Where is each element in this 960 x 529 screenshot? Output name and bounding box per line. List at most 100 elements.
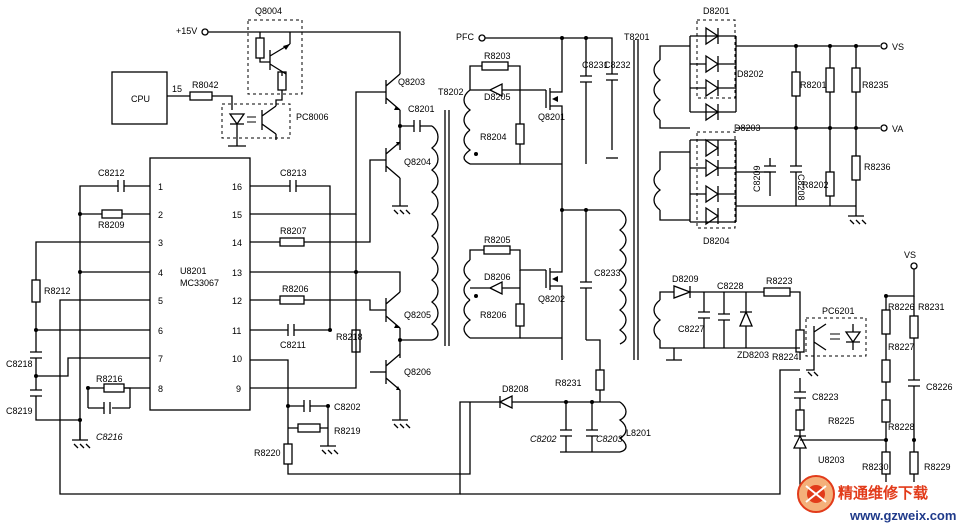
t8202-label: T8202 — [438, 87, 464, 97]
r8231b-label: R8231 — [918, 302, 945, 312]
ic-pin-right: 16 — [232, 182, 242, 192]
transformer-t8202: T8202 — [430, 87, 464, 346]
r8042-label: R8042 — [192, 80, 219, 90]
d8202-label: D8202 — [737, 69, 764, 79]
ic-pin-right: 12 — [232, 296, 242, 306]
power-switch-upper: PFC R8203 D8205 R8204 Q8201 C8231 C8232 — [456, 32, 631, 165]
q8202-label: Q8202 — [538, 294, 565, 304]
c8228-label: C8228 — [717, 281, 744, 291]
c8202-label: C8202 — [334, 402, 361, 412]
transformer-t8201: T8201 — [618, 32, 650, 360]
cpu-label: CPU — [131, 94, 150, 104]
r8206-label: R8206 — [282, 284, 309, 294]
ic-pin-left: 1 — [158, 182, 163, 192]
r8236-label: R8236 — [864, 162, 891, 172]
ic-pin-right: 10 — [232, 354, 242, 364]
ic-pin-left: 4 — [158, 268, 163, 278]
r8204-label: R8204 — [480, 132, 507, 142]
r8230-label: R8230 — [862, 462, 889, 472]
r8224-label: R8224 — [772, 352, 799, 362]
c8216-label: C8216 — [96, 432, 123, 442]
ic-pin-left: 6 — [158, 326, 163, 336]
r8229-label: R8229 — [924, 462, 951, 472]
d8208-label: D8208 — [502, 384, 529, 394]
ic-pin-left: 2 — [158, 210, 163, 220]
r8205-label: R8205 — [484, 235, 511, 245]
watermark-logo: 精通维修下载 www.gzweix.com — [797, 475, 956, 523]
r8216-label: R8216 — [96, 374, 123, 384]
c8201-label: C8201 — [408, 104, 435, 114]
c8202b-label: C8202 — [530, 434, 557, 444]
ic-pin-left: 3 — [158, 238, 163, 248]
c8232-label: C8232 — [604, 60, 631, 70]
power-switch-lower: R8205 D8206 R8206 Q8202 C8233 R8231 — [463, 164, 621, 402]
ic-pin-right: 14 — [232, 238, 242, 248]
d8204-label: D8204 — [703, 236, 730, 246]
cpu-pin-label: 15 — [172, 84, 182, 94]
transistor-q8004: Q8004 +15V — [176, 6, 401, 101]
aux-supply: D8208 C8202 C8203 L8201 — [498, 384, 651, 453]
r8227-label: R8227 — [888, 342, 915, 352]
pfc-label: PFC — [456, 32, 475, 42]
ic-pin-right: 9 — [236, 384, 241, 394]
c8211-label: C8211 — [280, 340, 306, 350]
c8203-label: C8203 — [596, 434, 623, 444]
c8212-label: C8212 — [98, 168, 125, 178]
r8203-label: R8203 — [484, 51, 511, 61]
q8205-label: Q8205 — [404, 310, 431, 320]
r8223-label: R8223 — [766, 276, 793, 286]
ic-part: MC33067 — [180, 278, 219, 288]
d8205-label: D8205 — [484, 92, 511, 102]
l8201-label: L8201 — [626, 428, 651, 438]
r8231-label: R8231 — [555, 378, 582, 388]
ic-right-pins: 16 15 14 13 12 11 10 9 — [232, 182, 242, 394]
t8201-label: T8201 — [624, 32, 650, 42]
r8206b-label: R8206 — [480, 310, 507, 320]
r8228-label: R8228 — [888, 422, 915, 432]
c8233-label: C8233 — [594, 268, 621, 278]
driver-stage: Q8203 Q8204 C8201 Q8205 Q8206 — [356, 62, 435, 429]
q8004-label: Q8004 — [255, 6, 282, 16]
r8225-label: R8225 — [828, 416, 855, 426]
pc8006-label: PC8006 — [296, 112, 329, 122]
ic-pin-right: 11 — [232, 326, 241, 336]
ic-pin-right: 15 — [232, 210, 242, 220]
optocoupler-pc8006: PC8006 — [221, 99, 329, 147]
r8207-label: R8207 — [280, 226, 307, 236]
q8204-label: Q8204 — [404, 157, 431, 167]
ic-pin-right: 13 — [232, 268, 242, 278]
watermark-text: 精通维修下载 — [838, 484, 928, 502]
c8218-label: C8218 — [6, 359, 33, 369]
c8213-label: C8213 — [280, 168, 307, 178]
ic-right-network: C8213 R8207 R8206 C8211 R8218 C8202 R821… — [250, 91, 471, 475]
c8209-label: C8209 — [752, 165, 762, 192]
secondary-rectifier: D8201 D8202 D8203 D8204 VS VA R8201 — [653, 6, 904, 246]
watermark-url: www.gzweix.com — [849, 508, 956, 523]
r8209-label: R8209 — [98, 220, 125, 230]
r8226-label: R8226 — [888, 302, 915, 312]
zd8203-label: ZD8203 — [737, 350, 769, 360]
q8201-label: Q8201 — [538, 112, 565, 122]
vs2-label: VS — [904, 250, 916, 260]
c8223-label: C8223 — [812, 392, 839, 402]
c8227-label: C8227 — [678, 324, 705, 334]
r8201-label: R8201 — [800, 80, 827, 90]
r8235-label: R8235 — [862, 80, 889, 90]
r8202-label: R8202 — [802, 180, 829, 190]
va-label: VA — [892, 124, 903, 134]
pc6201-label: PC6201 — [822, 306, 855, 316]
r8220-label: R8220 — [254, 448, 281, 458]
c8226-label: C8226 — [926, 382, 953, 392]
cpu-block: CPU 15 R8042 — [111, 71, 233, 125]
r8212-label: R8212 — [44, 286, 71, 296]
d8201-label: D8201 — [703, 6, 730, 16]
ic-left-network: C8212 R8209 R8212 C8218 C8219 R8216 C821… — [6, 168, 500, 495]
c8219-label: C8219 — [6, 406, 33, 416]
r8219-label: R8219 — [334, 426, 361, 436]
feedback-section: D8209 C8227 C8228 ZD8203 R8223 R8224 PC6… — [460, 250, 953, 495]
v15-label: +15V — [176, 26, 197, 36]
